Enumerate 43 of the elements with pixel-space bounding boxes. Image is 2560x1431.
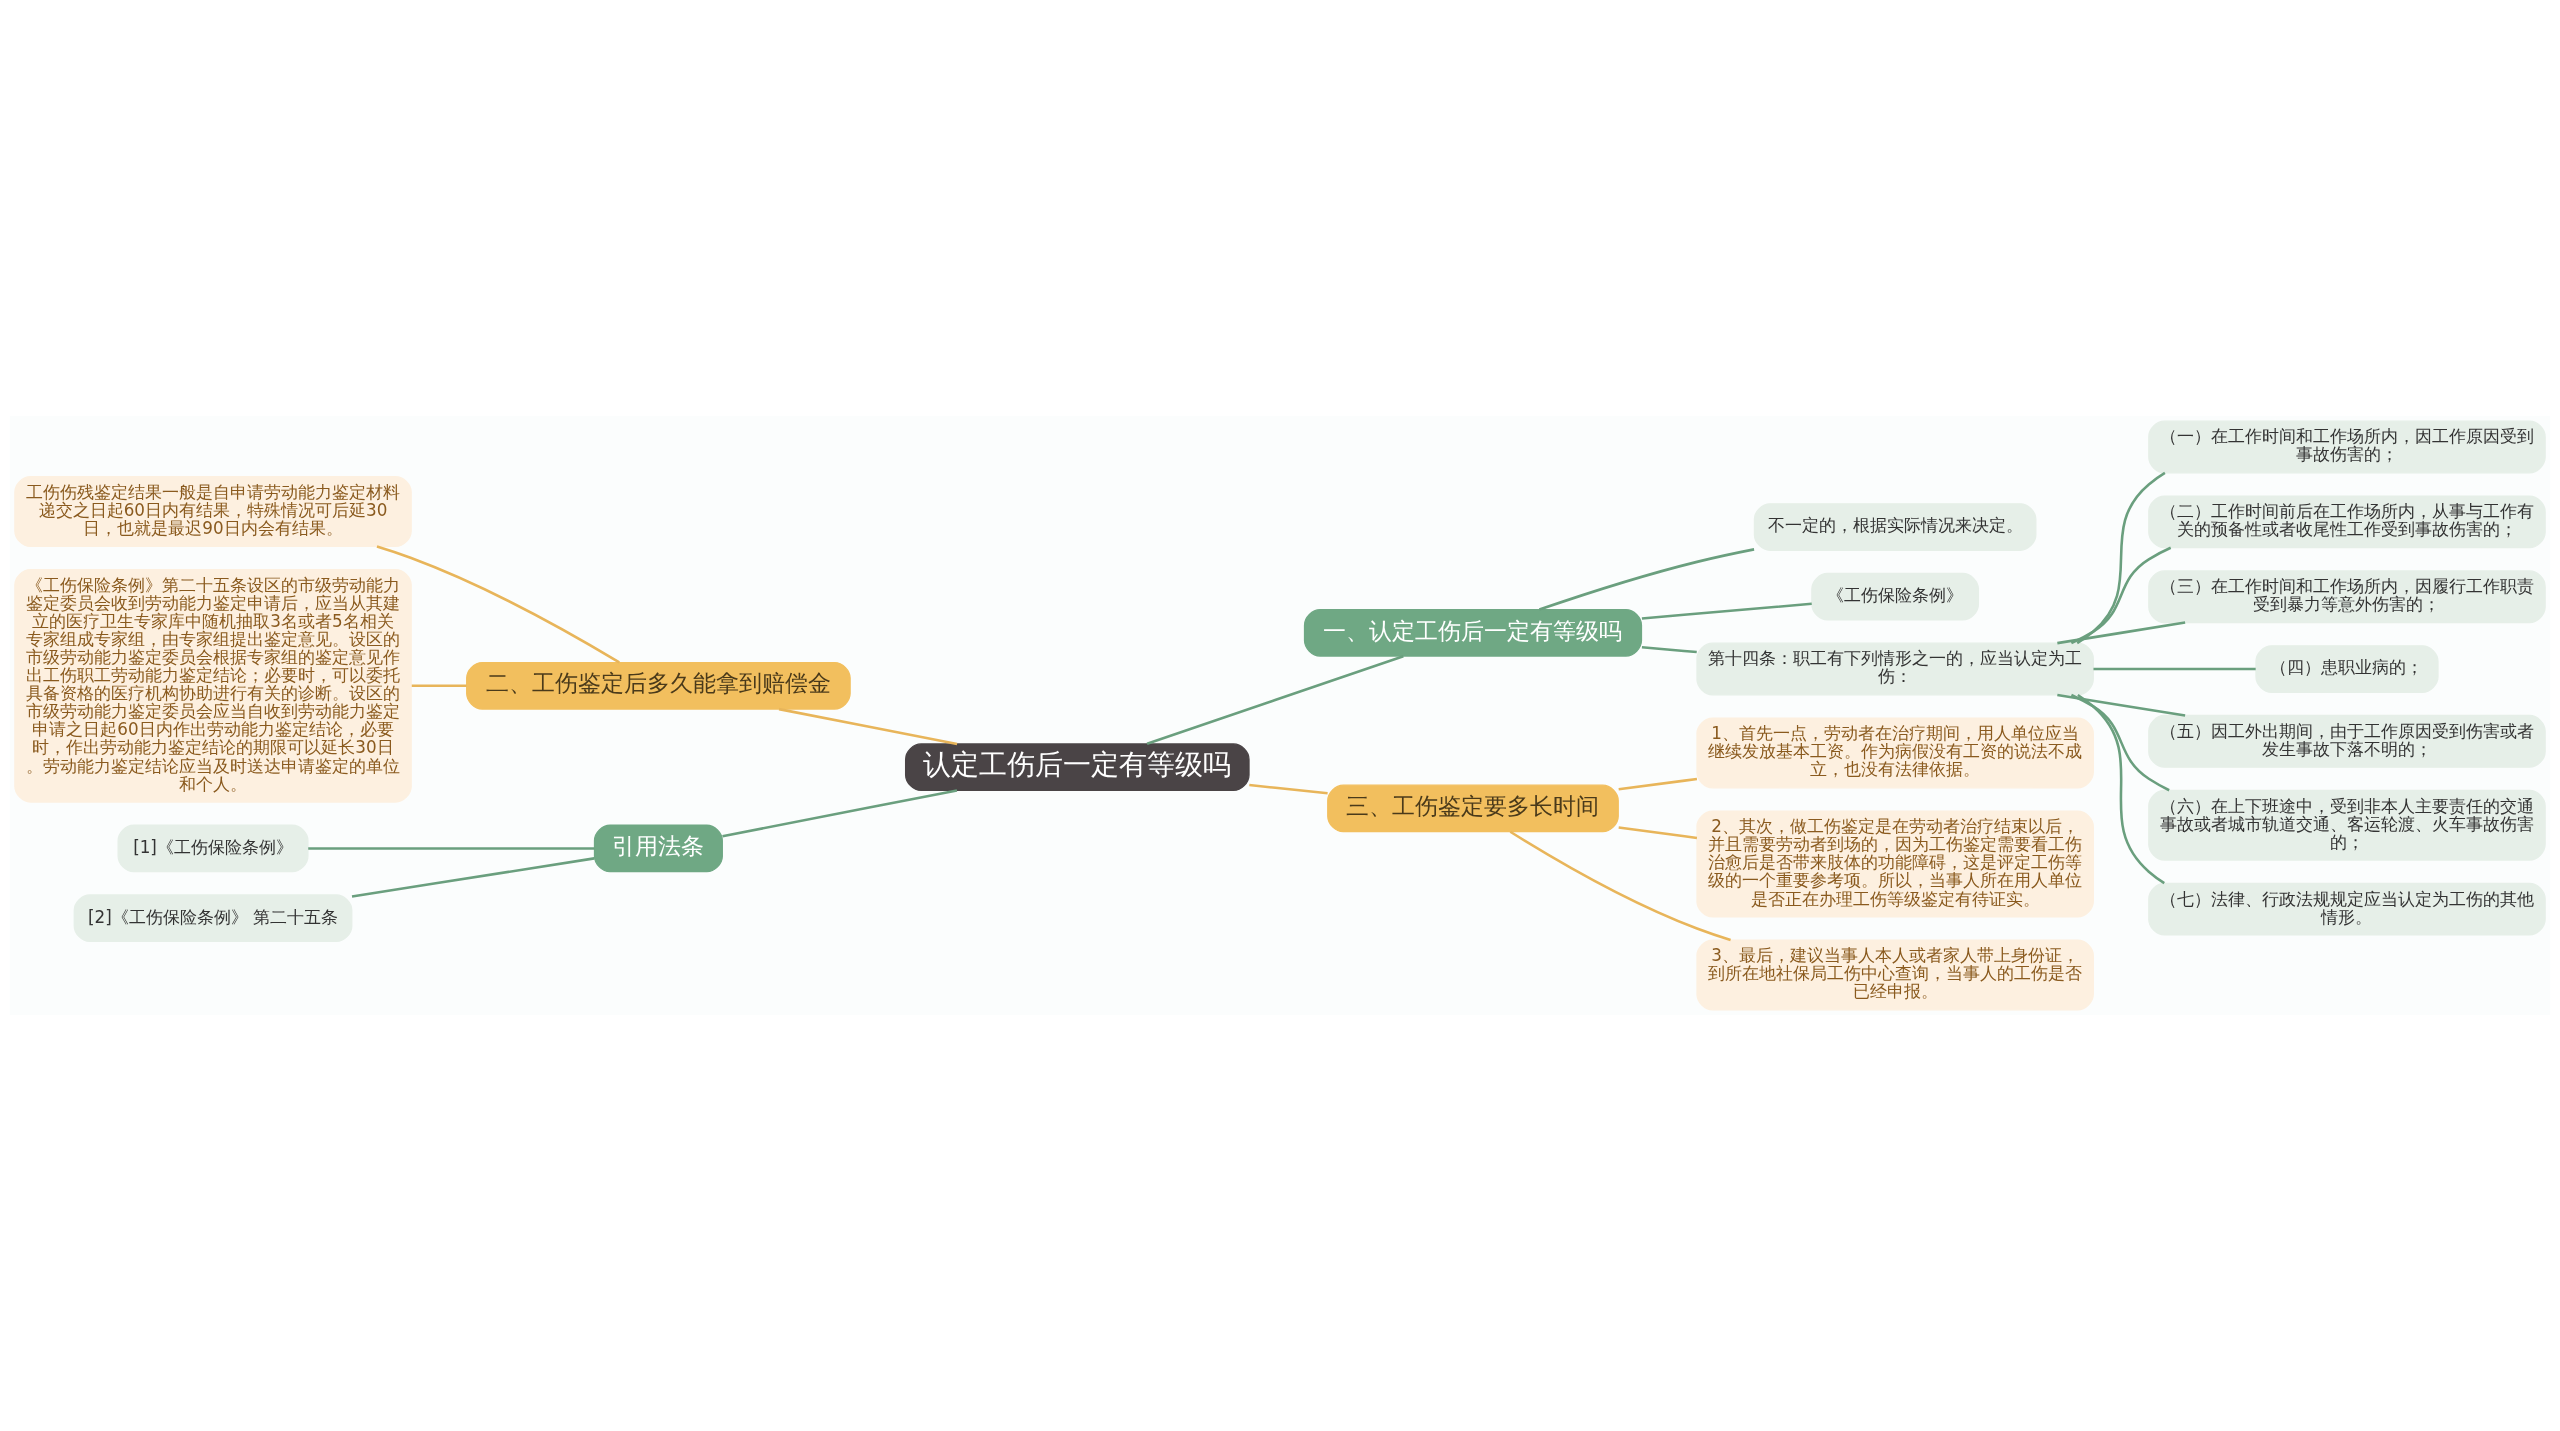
node-box: 《工伤保险条例》 [1811, 572, 1980, 621]
node-box: 1、首先一点，劳动者在治疗期间，用人单位应当继续发放基本工资。作为病假没有工资的说法不成立，也没有法律依据。 [1696, 717, 2094, 789]
connector [778, 707, 958, 746]
node-box: （四）患职业病的； [2255, 645, 2439, 693]
node-box: （三）在工作时间和工作场所内，因履行工作职责受到暴力等意外伤害的； [2148, 570, 2546, 624]
connector [411, 684, 467, 688]
node-box: 《工伤保险条例》第二十五条设区的市级劳动能力鉴定委员会收到劳动能力鉴定申请后，应当从其建立的医疗卫生专家库中随机抽取3名或者5名相关专家组成专家组，由专家组提出鉴定意见。设区的市级劳动能力鉴定委员会根据专家组的鉴定意见作出工伤职工劳动能力鉴定结论；必要时，可以委托具备资格的医疗机构协助进行有关的诊断。设区的市级劳动能力鉴定委员会应当自收到劳动能力鉴定申请之日起60日内作出劳动能力鉴定结论，必要时，作出劳动能力鉴定结论的期限可以延长30日。劳动能力鉴定结论应当及时送达申请鉴定的单位和个人。 [14, 568, 412, 803]
connector [1618, 777, 1698, 791]
node-box: 工伤伤残鉴定结果一般是自申请劳动能力鉴定材料递交之日起60日内有结果，特殊情况可后延30日，也就是最迟90日内会有结果。 [14, 476, 412, 548]
connector [1641, 602, 1812, 620]
node-box: 3、最后，建议当事人本人或者家人带上身份证，到所在地社保局工伤中心查询，当事人的工伤是否已经申报。 [1696, 939, 2094, 1011]
connector [2076, 471, 2166, 645]
connector [2077, 693, 2165, 885]
connector [1509, 830, 1731, 942]
node-box: 一、认定工伤后一定有等级吗 [1303, 609, 1643, 657]
connector [2070, 693, 2170, 792]
connector [2057, 693, 2186, 717]
node-box: 第十四条：职工有下列情形之一的，应当认定为工伤： [1696, 642, 2094, 696]
node-box: （七）法律、行政法规规定应当认定为工伤的其他情形。 [2148, 882, 2546, 936]
connector [1249, 783, 1328, 795]
connector [1618, 826, 1698, 840]
connector [722, 789, 958, 838]
connector [2070, 546, 2172, 645]
node-box: 2、其次，做工伤鉴定是在劳动者治疗结束以后，并且需要劳动者到场的，因为工伤鉴定需要看工伤治愈后是否带来肢体的功能障碍，这是评定工伤等级的一个重要参考项。所以，当事人所在用人单位是否正在办理工伤等级鉴定有待证实。 [1696, 810, 2094, 918]
node-box: 三、工伤鉴定要多长时间 [1327, 784, 1619, 833]
node-box: [2]《工伤保险条例》 第二十五条 [73, 894, 353, 943]
connector [308, 847, 595, 850]
node-box: （一）在工作时间和工作场所内，因工作原因受到事故伤害的； [2148, 420, 2546, 474]
node-box: 不一定的，根据实际情况来决定。 [1753, 503, 2037, 551]
node-box: （六）在上下班途中，受到非本人主要责任的交通事故或者城市轨道交通、客运轮渡、火车事故伤害的； [2148, 789, 2546, 861]
node-box: 二、工伤鉴定后多久能拿到赔偿金 [466, 661, 851, 710]
node-box: [1]《工伤保险条例》 [117, 824, 309, 873]
connector [1146, 655, 1404, 745]
connector [376, 545, 620, 664]
node-box: 认定工伤后一定有等级吗 [904, 743, 1250, 792]
node-box: （五）因工外出期间，由于工作原因受到伤害或者发生事故下落不明的； [2148, 714, 2546, 768]
node-box: （二）工作时间前后在工作场所内，从事与工作有关的预备性或者收尾性工作受到事故伤害的； [2148, 495, 2546, 549]
connector [351, 857, 595, 898]
connector [2057, 621, 2186, 645]
node-box: 引用法条 [593, 824, 723, 873]
connector [1641, 646, 1697, 654]
connector [2093, 667, 2256, 671]
connector [1539, 548, 1755, 611]
